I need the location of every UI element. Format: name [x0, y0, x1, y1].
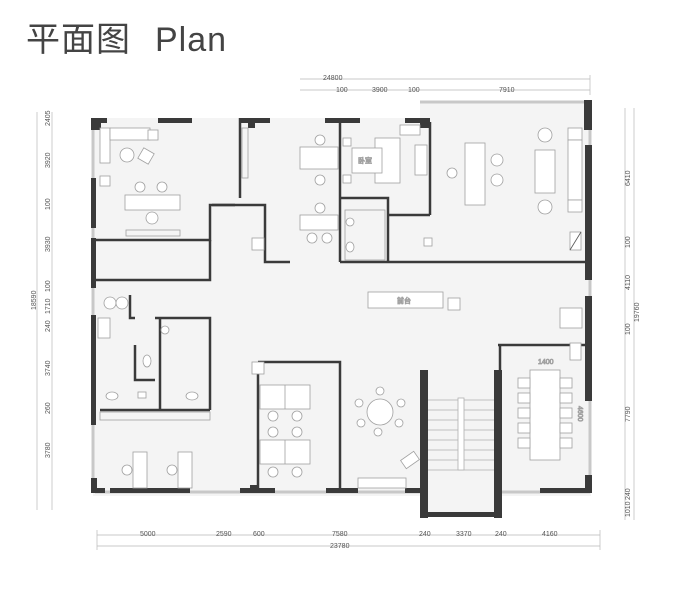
dim-right-5: 240 [625, 488, 632, 500]
dim-left-4: 100 [45, 280, 52, 292]
dim-bottom-2: 600 [253, 531, 265, 538]
office-top-middle [241, 127, 339, 251]
dims-top: 24800 100 3900 100 7910 [323, 75, 515, 94]
lounge [354, 386, 420, 489]
dim-left-8: 260 [45, 402, 52, 414]
dim-bottom-total: 23780 [330, 543, 350, 550]
dim-top-3: 7910 [499, 87, 515, 94]
dim-top-total: 24800 [323, 75, 343, 82]
dim-right-1: 100 [625, 236, 632, 248]
title-en: Plan [155, 21, 228, 59]
dims-bottom: 5000 2590 600 7580 240 3370 240 4160 237… [140, 531, 558, 550]
dim-bottom-4: 240 [419, 531, 431, 538]
dim-left-1: 3920 [45, 152, 52, 168]
conference-room: 1400 4600 [517, 342, 583, 461]
dim-table-length: 4600 [576, 406, 583, 422]
title-cn: 平面图 [26, 20, 131, 60]
washrooms [97, 296, 211, 421]
dim-bottom-7: 4160 [542, 531, 558, 538]
dim-top-1: 3900 [372, 87, 388, 94]
dim-right-3: 100 [625, 323, 632, 335]
dim-left-6: 240 [45, 320, 52, 332]
dim-bottom-5: 3370 [456, 531, 472, 538]
stairwell [428, 397, 494, 471]
bedroom-label: 卧室 [358, 156, 372, 165]
dim-top-0: 100 [336, 87, 348, 94]
dims-left: 18590 2405 3920 100 3930 100 1710 240 37… [31, 110, 52, 458]
dim-top-2: 100 [408, 87, 420, 94]
dim-left-5: 1710 [45, 298, 52, 314]
dim-left-0: 2405 [45, 110, 52, 126]
dimension-lines [36, 75, 635, 550]
dim-right-0: 6410 [625, 170, 632, 186]
dim-left-9: 3780 [45, 442, 52, 458]
partitions [93, 118, 590, 490]
office-top-left [99, 127, 181, 237]
dim-bottom-3: 7580 [332, 531, 348, 538]
office-bottom-left [121, 451, 193, 489]
dim-right-6: 1010 [625, 501, 632, 517]
dim-bottom-0: 5000 [140, 531, 156, 538]
floor [93, 103, 591, 515]
structural-walls [91, 100, 592, 518]
dim-table-width: 1400 [538, 359, 554, 366]
workstations [251, 361, 311, 478]
dim-bottom-6: 240 [495, 531, 507, 538]
dim-right-2: 4110 [625, 275, 632, 290]
dim-left-7: 3740 [45, 360, 52, 376]
dim-bottom-1: 2590 [216, 531, 232, 538]
dims-right: 6410 100 4110 19760 100 7790 240 1010 [625, 170, 641, 517]
dim-right-total: 19760 [634, 302, 641, 322]
dim-left-total: 18590 [31, 290, 38, 310]
reception: 前台 [367, 291, 583, 329]
dim-right-4: 7790 [625, 406, 632, 422]
office-top-right [423, 127, 583, 251]
dim-left-3: 3930 [45, 236, 52, 252]
page-title: 平面图 Plan [26, 12, 227, 61]
reception-label: 前台 [397, 296, 411, 305]
bedroom: 卧室 [342, 124, 428, 261]
dim-left-2: 100 [45, 198, 52, 210]
